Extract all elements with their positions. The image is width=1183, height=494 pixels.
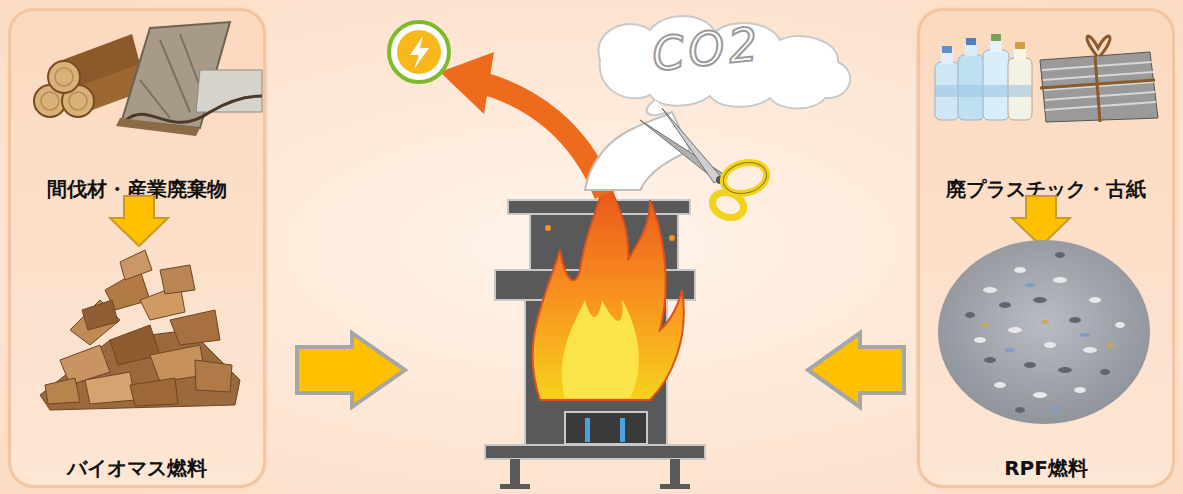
right-arrow	[297, 333, 405, 407]
scissors-icon	[640, 108, 770, 222]
fuel-label: バイオマス燃料	[11, 455, 263, 482]
fuel-panel: 廃プラスチック・古紙 RPF燃料	[917, 8, 1175, 488]
electricity-icon	[389, 22, 449, 82]
source-label: 廃プラスチック・古紙	[920, 176, 1172, 203]
stove-illustration	[485, 200, 705, 489]
source-label: 間伐材・産業廃棄物	[11, 176, 263, 203]
co2-text: CO2	[649, 16, 764, 81]
fuel-label: RPF燃料	[920, 455, 1172, 482]
fuel-panel: 間伐材・産業廃棄物バイオマス燃料	[8, 8, 266, 488]
left-arrow	[808, 333, 904, 407]
co2-cloud	[585, 16, 850, 190]
fire-illustration	[533, 175, 684, 400]
power-arrow	[440, 52, 605, 195]
